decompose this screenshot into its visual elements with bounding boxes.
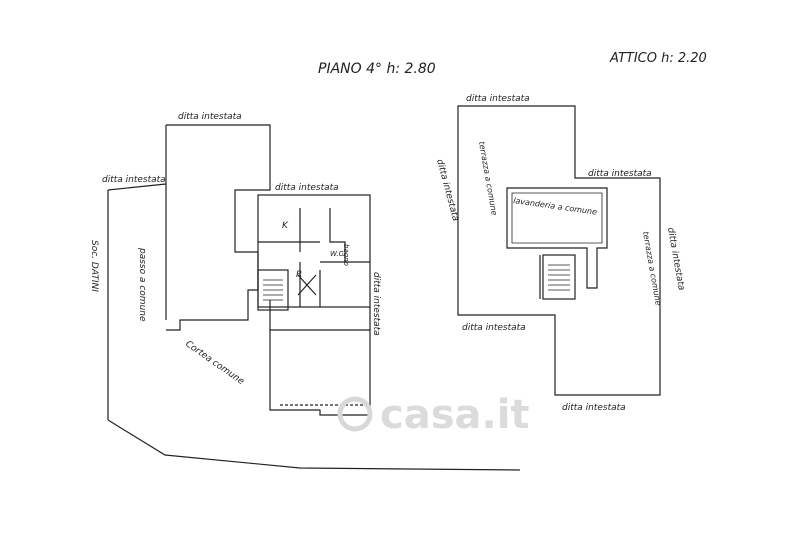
left-plan bbox=[107, 124, 521, 471]
left-soc-label: Soc. DATINI bbox=[89, 240, 99, 292]
wall-3 bbox=[329, 208, 346, 262]
terrace-outline bbox=[457, 105, 661, 396]
right-ditta-mid-right: ditta intestata bbox=[588, 169, 652, 179]
courtyard-outline bbox=[269, 329, 371, 416]
left-ditta-mid: ditta intestata bbox=[275, 183, 339, 193]
watermark-logo-icon bbox=[337, 396, 373, 432]
wall-2 bbox=[299, 208, 320, 243]
right-ditta-right-vertical: ditta intestata bbox=[665, 227, 686, 291]
property-line-diagonal bbox=[107, 419, 521, 471]
watermark: casa.it bbox=[337, 392, 530, 438]
bagno-label: bagno bbox=[342, 244, 350, 266]
stair-lines bbox=[263, 279, 283, 301]
right-stair-lines bbox=[548, 264, 570, 291]
laundry-room-inner bbox=[511, 192, 603, 244]
right-ditta-bottom-right: ditta intestata bbox=[562, 403, 626, 413]
wc-label: W.C. bbox=[330, 250, 346, 258]
property-line-top-left bbox=[107, 183, 167, 191]
wall-1 bbox=[258, 241, 301, 252]
left-ditta-right-vertical: ditta intestata bbox=[371, 272, 381, 336]
main-block-outline bbox=[166, 124, 271, 331]
right-ditta-bottom-left: ditta intestata bbox=[462, 323, 526, 333]
right-ditta-top: ditta intestata bbox=[466, 94, 530, 104]
left-cortea-label: Cortea comune bbox=[183, 339, 246, 387]
right-terrazza-left: terrazza a comune bbox=[477, 141, 499, 216]
lavanderia-label: lavanderia a comune bbox=[513, 196, 598, 217]
left-ditta-top: ditta intestata bbox=[178, 112, 242, 122]
cross-box bbox=[297, 274, 317, 296]
left-plan-title: PIANO 4° h: 2.80 bbox=[318, 61, 436, 77]
laundry-room bbox=[506, 187, 608, 289]
right-ditta-left-vertical: ditta intestata bbox=[434, 158, 460, 222]
apartment-outline bbox=[257, 194, 371, 308]
right-plan-title: ATTICO h: 2.20 bbox=[609, 51, 707, 66]
kitchen-label: K bbox=[282, 221, 289, 231]
left-passo-label: passo a comune bbox=[137, 247, 147, 322]
watermark-text: casa.it bbox=[380, 392, 530, 438]
right-stair-box bbox=[542, 254, 576, 300]
stair-box bbox=[257, 269, 289, 311]
right-plan bbox=[457, 105, 661, 396]
left-ditta-left: ditta intestata bbox=[102, 175, 166, 185]
ripostiglio-label: R bbox=[296, 270, 302, 280]
